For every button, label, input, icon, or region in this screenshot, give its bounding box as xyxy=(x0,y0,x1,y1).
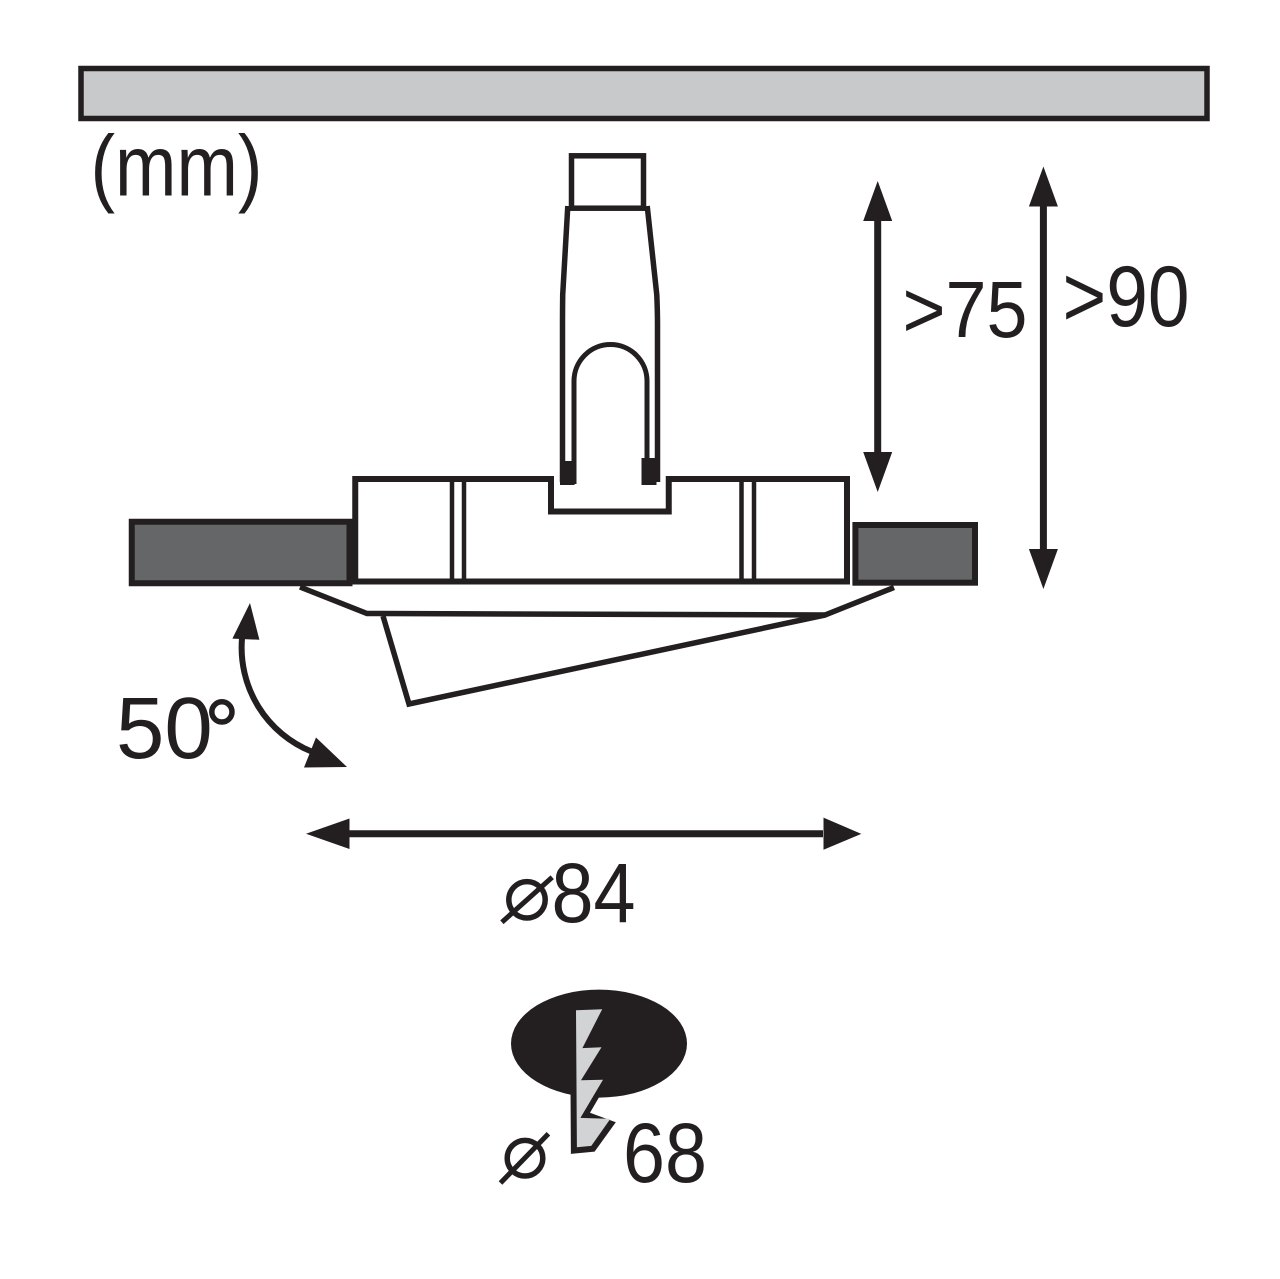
svg-text:(mm): (mm) xyxy=(91,119,263,215)
svg-text:68: 68 xyxy=(623,1106,707,1200)
svg-text:50: 50 xyxy=(116,680,213,777)
svg-text:84: 84 xyxy=(552,846,636,940)
svg-text:>75: >75 xyxy=(903,265,1028,354)
svg-text:>90: >90 xyxy=(1063,249,1190,345)
